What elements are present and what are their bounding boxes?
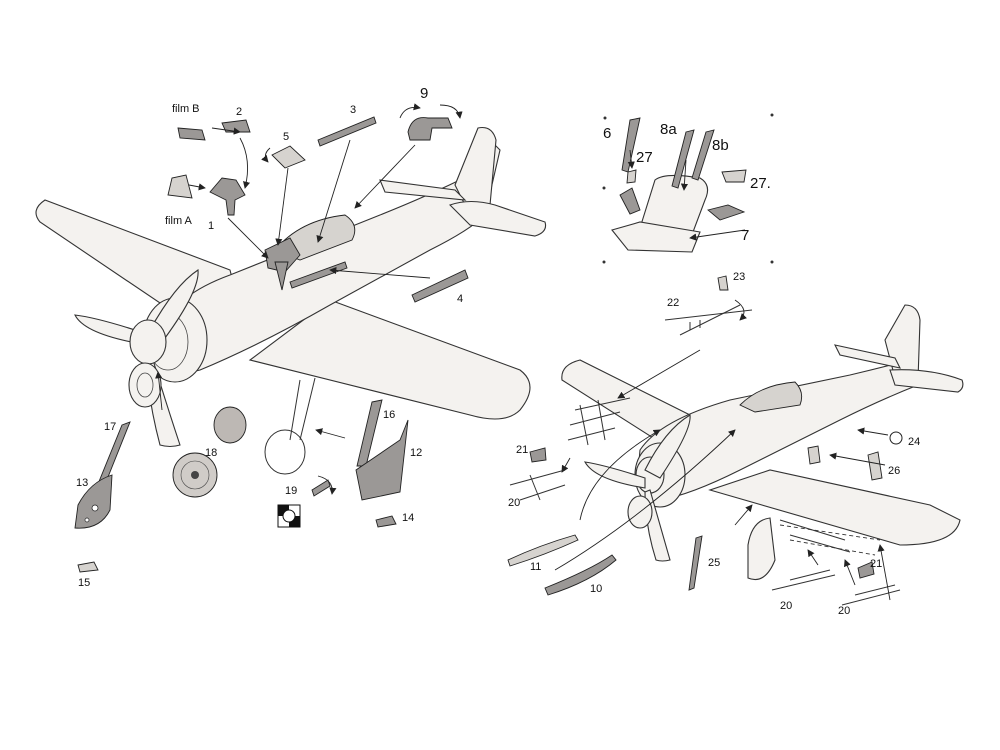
gear-leg-right: [289, 379, 301, 441]
part-3: [317, 116, 377, 147]
cockpit-panel: [264, 237, 301, 273]
part-23: [717, 275, 729, 291]
label-16: 16: [383, 409, 395, 421]
label-23: 23: [733, 271, 745, 283]
wheel-hub-left: [136, 372, 154, 398]
label-12: 12: [410, 447, 422, 459]
part-11: [507, 534, 579, 567]
label-film-a: film A: [165, 215, 193, 227]
part-1: [209, 177, 246, 216]
label-18: 18: [205, 447, 217, 459]
label-3: 3: [350, 104, 356, 116]
label-9: 9: [420, 85, 428, 102]
part-labels: film B film A 1 2 3 4 5 6 7 8a 8b 9 10 1…: [76, 85, 920, 617]
label-1: 1: [208, 220, 214, 232]
part-19: [311, 479, 331, 497]
cockpit-rods: [274, 261, 289, 291]
label-2: 2: [236, 106, 242, 118]
label-7: 7: [741, 227, 749, 244]
parts-left: [74, 116, 469, 573]
part-21-left: [529, 447, 547, 463]
part-9: [407, 117, 453, 141]
seat-assembly: [602, 113, 774, 264]
aircraft-left-top-view: [35, 126, 547, 448]
label-15: 15: [78, 577, 90, 589]
label-26: 26: [888, 465, 900, 477]
aircraft-right-bottom-view: [561, 304, 964, 591]
right-prop-top: [644, 414, 691, 479]
right-aircraft-stabilizer-2: [889, 369, 964, 393]
checker-symbol: [277, 504, 301, 528]
wheel-disc: [213, 406, 247, 444]
right-aircraft-gear-door: [747, 517, 776, 581]
right-aircraft-stabilizer: [833, 344, 902, 369]
part-21-right: [857, 561, 875, 579]
part-8a: [671, 129, 695, 189]
part-10: [544, 554, 617, 596]
fuselage: [159, 139, 501, 373]
tail-stabilizer: [448, 200, 547, 237]
part-12: [355, 419, 409, 501]
part-15: [77, 561, 99, 573]
label-27-left: 27: [636, 149, 653, 166]
label-22: 22: [667, 297, 679, 309]
seat-belt-right: [707, 204, 746, 221]
label-20-left: 20: [508, 497, 520, 509]
part-25: [688, 535, 703, 591]
arrows-right: [554, 299, 891, 601]
label-20-bottom: 20: [780, 600, 792, 612]
part-27a: [626, 169, 637, 184]
label-8a: 8a: [660, 121, 677, 138]
label-8b: 8b: [712, 137, 729, 154]
label-13: 13: [76, 477, 88, 489]
label-19: 19: [285, 485, 297, 497]
part-26-b: [807, 445, 821, 465]
part-5: [271, 145, 306, 169]
label-4: 4: [457, 293, 463, 305]
label-11: 11: [530, 561, 541, 573]
film-b-part: [177, 127, 206, 141]
part-24: [889, 431, 903, 445]
part-4: [411, 269, 469, 303]
spinner: [129, 319, 167, 365]
label-21-left: 21: [516, 444, 528, 456]
propeller-blade-top: [149, 269, 199, 339]
arrows-left: [155, 103, 463, 495]
label-17: 17: [104, 421, 116, 433]
label-14: 14: [402, 512, 414, 524]
seat-bucket: [611, 221, 701, 253]
label-21-right: 21: [870, 558, 882, 570]
label-20-bottom-right: 20: [838, 605, 850, 617]
part-14: [375, 515, 397, 528]
label-25: 25: [708, 557, 720, 569]
label-film-b: film B: [172, 103, 200, 115]
label-27-right: 27.: [750, 175, 771, 192]
part-13: [74, 474, 113, 529]
part-2: [221, 119, 251, 133]
gear-leg-right-2: [299, 377, 316, 441]
label-24: 24: [908, 436, 920, 448]
part-8b: [691, 129, 715, 181]
part-27b: [721, 169, 747, 183]
right-aircraft-canopy: [739, 381, 803, 413]
right-aircraft-wing-right: [708, 469, 961, 546]
main-wheel-left: [128, 362, 162, 408]
part-26: [867, 451, 883, 481]
seat-belt: [619, 187, 641, 215]
film-a-part: [167, 174, 193, 199]
wheel-outline: [264, 429, 306, 475]
right-prop-left: [583, 461, 646, 489]
right-wing: [248, 299, 531, 420]
tail-fin: [454, 126, 497, 216]
label-10: 10: [590, 583, 602, 595]
label-6: 6: [603, 125, 611, 142]
seat-back: [639, 174, 709, 241]
parts-right: [507, 275, 903, 606]
label-5: 5: [283, 131, 289, 143]
tail-stabilizer-upper: [379, 179, 467, 201]
